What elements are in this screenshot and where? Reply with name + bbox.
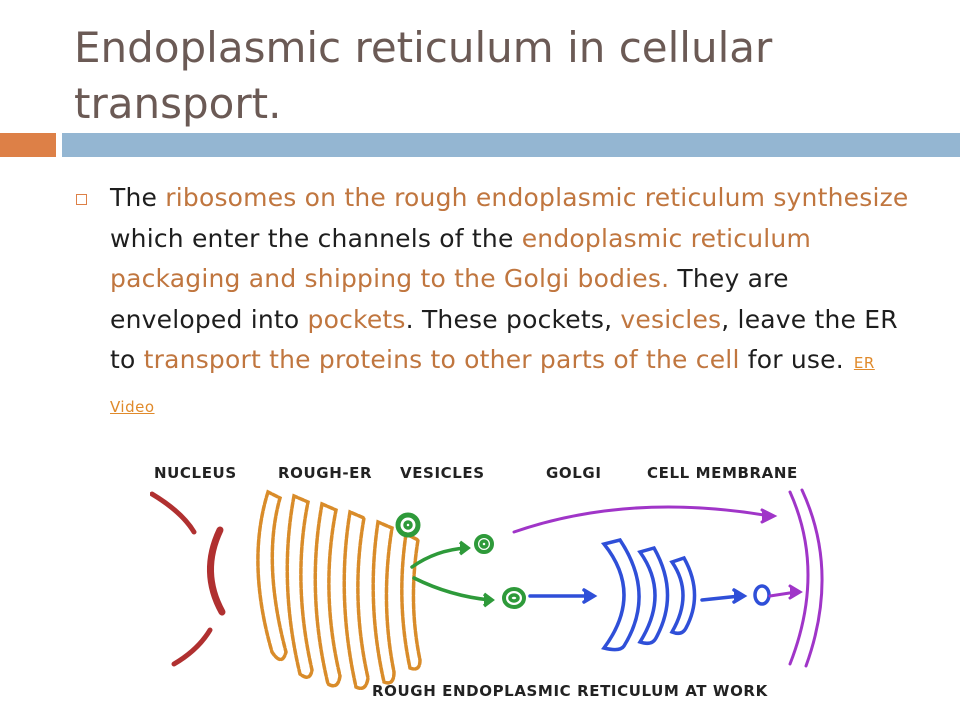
golgi-shape [528, 538, 771, 652]
text-segment: for use. [739, 345, 844, 374]
er-diagram: NUCLEUS ROUGH-ER VESICLES GOLGI CELL MEM… [149, 452, 840, 714]
rough-er-shape [256, 489, 422, 691]
highlight-segment: transport the proteins to other parts of… [143, 345, 740, 374]
highlight-segment: endoplasmic reticulum packaging and ship… [110, 223, 812, 294]
highlight-segment: pockets [307, 304, 406, 334]
bullet-paragraph: The ribosomes on the rough endoplasmic r… [110, 178, 910, 427]
label-cell-membrane: CELL MEMBRANE [647, 464, 798, 482]
accent-bar-blue [62, 133, 960, 157]
figure-caption: ROUGH ENDOPLASMIC RETICULUM AT WORK [372, 682, 769, 700]
text-segment: , leave the ER to [110, 304, 898, 375]
highlight-segment: ribosomes on the rough endoplasmic retic… [165, 183, 909, 212]
label-golgi: GOLGI [546, 464, 602, 482]
text-segment: . These pockets, [405, 304, 621, 334]
cell-membrane-shape [512, 488, 824, 668]
text-segment: They are enveloped into [110, 264, 789, 334]
label-vesicles: VESICLES [400, 464, 485, 482]
text-segment: The [110, 183, 166, 212]
er-video-link[interactable]: ER Video [110, 354, 875, 416]
label-rough-er: ROUGH-ER [278, 464, 372, 482]
nucleus-shape [149, 491, 226, 667]
highlight-segment: vesicles [620, 304, 722, 334]
vesicles-shape [395, 512, 526, 609]
slide-title: Endoplasmic reticulum in cellular transp… [74, 23, 773, 128]
bullet-square-icon [76, 194, 87, 205]
er-diagram-svg: NUCLEUS ROUGH-ER VESICLES GOLGI CELL MEM… [149, 464, 824, 700]
label-nucleus: NUCLEUS [154, 464, 237, 482]
accent-bar-orange [0, 133, 56, 157]
text-segment: which enter the channels of the [110, 223, 522, 253]
